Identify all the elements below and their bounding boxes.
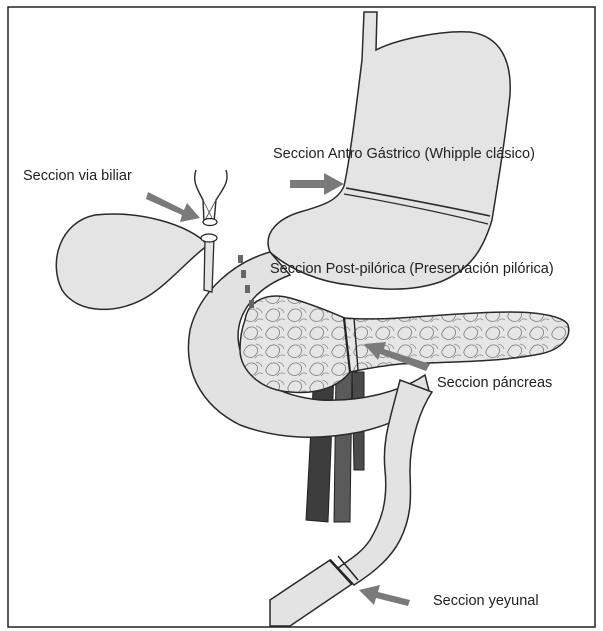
label-seccion-yeyunal: Seccion yeyunal bbox=[433, 594, 539, 609]
label-seccion-via-biliar: Seccion via biliar bbox=[23, 169, 132, 184]
label-seccion-pancreas: Seccion páncreas bbox=[437, 376, 552, 391]
label-seccion-antro-gastrico: Seccion Antro Gástrico (Whipple clásico) bbox=[273, 147, 535, 162]
label-seccion-post-pilorica: Seccion Post-pilórica (Preservación piló… bbox=[270, 262, 554, 277]
